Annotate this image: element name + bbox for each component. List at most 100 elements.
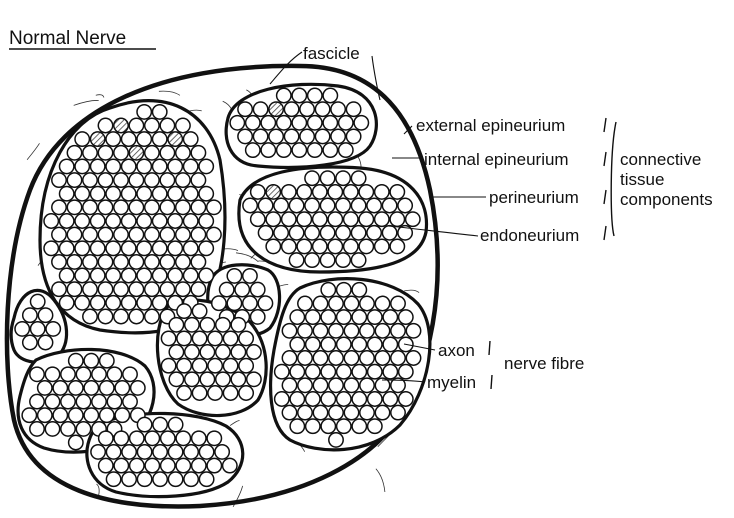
axon-circle — [159, 253, 176, 270]
axon-circle — [289, 391, 306, 407]
axon-circle — [265, 183, 282, 200]
axon-circle — [152, 443, 169, 460]
axon-circle — [268, 128, 285, 145]
axon-circle — [182, 240, 199, 257]
axon-circle — [198, 213, 215, 229]
axon-circle — [312, 377, 329, 394]
axon-circle — [128, 430, 145, 447]
axon-circle — [167, 443, 184, 460]
axon-circle — [359, 350, 375, 366]
axon-circle — [288, 224, 305, 241]
axon-circle — [113, 226, 129, 243]
tissue-streak — [96, 483, 100, 497]
axon-circle — [382, 336, 399, 353]
axon-circle — [242, 197, 259, 214]
axon-circle — [373, 238, 390, 255]
axon-circle — [281, 377, 298, 394]
axon-circle — [89, 240, 106, 257]
axon-circle — [342, 211, 359, 228]
axon-circle — [51, 226, 67, 243]
axon-circle — [297, 322, 313, 339]
axon-circle — [335, 170, 352, 187]
axon-circle — [226, 267, 243, 284]
axon-circle — [397, 309, 414, 326]
axon-circle — [289, 418, 306, 435]
axon-circle — [335, 391, 352, 407]
axon-circle — [366, 224, 383, 241]
axon-circle — [136, 185, 153, 202]
fascicle-leader-2 — [371, 55, 381, 101]
axon-circle — [190, 199, 207, 216]
axon-circle — [174, 172, 191, 189]
tissue-streak — [235, 252, 259, 263]
axon-circle — [207, 385, 224, 401]
axon-circle — [320, 336, 337, 353]
axon-circle — [265, 211, 282, 228]
axon-circle — [51, 281, 67, 298]
axon-circle — [128, 281, 145, 298]
axon-circle — [175, 457, 192, 474]
axon-circle — [306, 87, 323, 104]
axon-circle — [199, 371, 216, 388]
axon-circle — [198, 158, 215, 175]
nerve-outer-boundary — [4, 63, 440, 509]
axon-circle — [159, 172, 176, 189]
label-connective: connective — [620, 150, 701, 169]
axon-circle — [136, 471, 153, 488]
axon-circle — [159, 430, 176, 447]
axon-circle — [21, 407, 38, 424]
axon-circle — [136, 443, 153, 460]
axon-circle — [358, 238, 375, 255]
axon-circle — [345, 128, 362, 145]
axon-circle — [114, 407, 131, 424]
axon-circle — [234, 281, 251, 298]
axon-circle — [374, 404, 391, 421]
connective-brace — [610, 121, 617, 237]
axon-circle — [183, 316, 200, 333]
axon-circle — [389, 183, 406, 200]
axon-circle — [397, 224, 414, 241]
axon-circle — [97, 226, 114, 243]
axon-circle — [297, 350, 313, 366]
axon-circle — [182, 131, 199, 148]
endoneurium-leader — [387, 225, 479, 237]
axon-circle — [74, 158, 91, 175]
nerve-fibres — [14, 87, 422, 488]
axon-circle — [199, 344, 216, 360]
axon-circle — [390, 377, 406, 394]
axon-circle — [21, 307, 38, 324]
axon-circle — [191, 330, 208, 347]
axon-circle — [190, 430, 207, 447]
axon-circle — [312, 350, 329, 366]
axon-circle — [190, 281, 207, 298]
axon-circle — [83, 407, 100, 424]
axon-circle — [89, 213, 106, 229]
axon-circle — [66, 199, 83, 216]
axon-circle — [58, 294, 75, 311]
axon-circle — [397, 197, 414, 214]
axon-circle — [151, 294, 168, 311]
axon-circle — [136, 416, 153, 433]
axon-circle — [159, 281, 176, 298]
axon-circle — [335, 309, 352, 326]
axon-circle — [214, 344, 231, 360]
axon-circle — [314, 128, 331, 145]
axon-circle — [113, 281, 129, 298]
axon-circle — [214, 371, 231, 388]
axon-circle — [319, 170, 336, 187]
axon-circle — [205, 199, 222, 216]
axon-circle — [244, 142, 261, 159]
axon-circle — [311, 183, 328, 200]
axon-circle — [190, 457, 207, 474]
axon-circle — [120, 185, 137, 202]
axon-circle — [328, 377, 344, 394]
axon-circle — [113, 144, 129, 161]
axon-circle — [273, 197, 290, 214]
axon-circle — [167, 131, 184, 148]
axon-circle — [97, 281, 114, 298]
axon-circle — [257, 197, 274, 214]
tissue-streak — [26, 143, 40, 160]
axon-circle — [43, 240, 60, 257]
axon-circle — [159, 199, 176, 216]
axon-circle — [29, 393, 45, 410]
